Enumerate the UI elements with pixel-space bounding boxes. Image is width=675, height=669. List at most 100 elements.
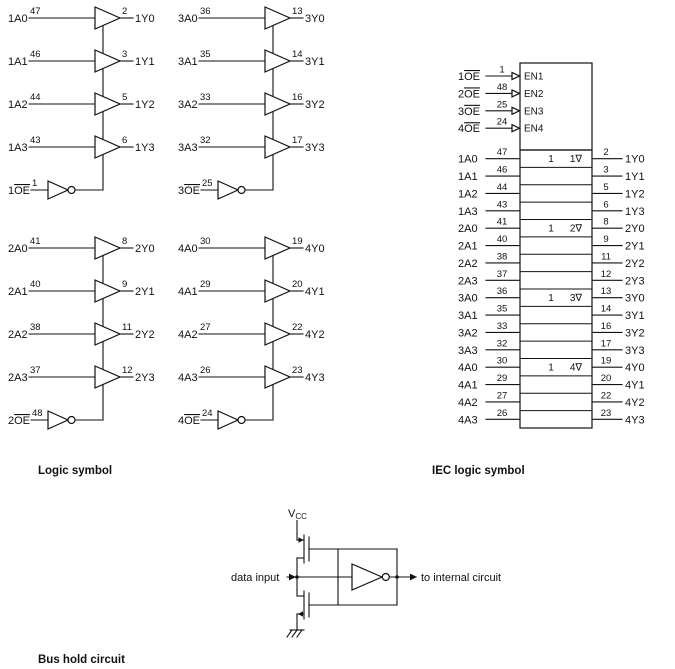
buffer-triangle-icon bbox=[94, 322, 122, 346]
iec-input-label: 3A1 bbox=[458, 310, 478, 322]
iec-section-function-marker: 1 bbox=[548, 154, 554, 165]
iec-section-function-marker: 1 bbox=[548, 363, 554, 374]
iec-output-pin-number: 2 bbox=[603, 147, 608, 158]
oe-pin-number: 25 bbox=[202, 178, 213, 189]
iec-input-label: 3A3 bbox=[458, 345, 478, 357]
iec-input-pin-number: 37 bbox=[497, 269, 508, 280]
output-pin-number: 22 bbox=[292, 322, 303, 333]
iec-input-pin-number: 27 bbox=[497, 390, 508, 401]
iec-input-pin-number: 36 bbox=[497, 286, 508, 297]
iec-input-label: 3A2 bbox=[458, 327, 478, 339]
oe-label: 1OE bbox=[8, 185, 30, 197]
nmos-arrow bbox=[298, 611, 303, 617]
buffer-triangle-icon bbox=[94, 6, 122, 30]
output-pin-number: 8 bbox=[122, 236, 127, 247]
signal-name-overline: OE bbox=[464, 106, 480, 118]
polarity-indicator-icon bbox=[511, 71, 521, 81]
iec-input-pin-number: 30 bbox=[497, 356, 508, 367]
buffer-triangle-icon bbox=[94, 279, 122, 303]
output-label: 1Y2 bbox=[135, 99, 155, 111]
iec-input-label: 2A1 bbox=[458, 241, 478, 253]
output-pin-number: 11 bbox=[122, 322, 132, 333]
output-pin-number: 20 bbox=[292, 279, 303, 290]
iec-input-label: 3A0 bbox=[458, 293, 478, 305]
input-label: 4A2 bbox=[178, 329, 198, 341]
oe-pin-number: 24 bbox=[202, 408, 213, 419]
iec-output-label: 1Y0 bbox=[625, 154, 645, 166]
iec-output-label: 2Y0 bbox=[625, 223, 645, 235]
input-pin-number: 47 bbox=[30, 6, 41, 17]
input-label: 4A3 bbox=[178, 372, 198, 384]
iec-input-pin-number: 26 bbox=[497, 408, 508, 419]
iec-input-label: 4A3 bbox=[458, 414, 478, 426]
bus-hold-section: VCC data input bbox=[231, 508, 501, 638]
input-label: 4A0 bbox=[178, 243, 198, 255]
oe-inverter-bubble-icon bbox=[67, 415, 76, 425]
oe-inverter-bubble-icon bbox=[67, 185, 76, 195]
output-label: 4Y2 bbox=[305, 329, 325, 341]
signal-prefix: 1 bbox=[458, 71, 464, 83]
pmos-arrow bbox=[298, 537, 304, 543]
iec-output-pin-number: 19 bbox=[601, 356, 612, 367]
iec-en-label: EN4 bbox=[524, 124, 544, 135]
iec-oe-pin-number: 25 bbox=[497, 99, 508, 110]
input-pin-number: 43 bbox=[30, 135, 41, 146]
buffer-triangle-icon bbox=[264, 365, 292, 389]
output-node-junction-dot bbox=[395, 575, 399, 579]
output-label: 1Y0 bbox=[135, 13, 155, 25]
data-input-label: data input bbox=[231, 572, 279, 584]
iec-output-pin-number: 8 bbox=[603, 217, 608, 228]
output-pin-number: 9 bbox=[122, 279, 127, 290]
input-pin-number: 27 bbox=[200, 322, 211, 333]
input-pin-number: 29 bbox=[200, 279, 211, 290]
input-pin-number: 41 bbox=[30, 236, 41, 247]
input-label: 1A1 bbox=[8, 56, 28, 68]
iec-en-label: EN2 bbox=[524, 89, 544, 100]
oe-buffer-triangle-icon bbox=[47, 410, 70, 430]
output-label: 4Y1 bbox=[305, 286, 325, 298]
input-pin-number: 26 bbox=[200, 365, 211, 376]
input-pin-number: 38 bbox=[30, 322, 41, 333]
output-arrow-icon bbox=[410, 573, 417, 581]
iec-oe-pin-number: 24 bbox=[497, 117, 508, 128]
input-pin-number: 44 bbox=[30, 92, 41, 103]
output-pin-number: 14 bbox=[292, 49, 303, 60]
oe-label: 2OE bbox=[8, 415, 30, 427]
oe-buffer-triangle-icon bbox=[217, 180, 240, 200]
signal-prefix: 3 bbox=[178, 185, 184, 197]
signal-name-overline: OE bbox=[14, 415, 30, 427]
input-label: 3A0 bbox=[178, 13, 198, 25]
output-label: 1Y1 bbox=[135, 56, 155, 68]
output-label: 2Y0 bbox=[135, 243, 155, 255]
input-pin-number: 35 bbox=[200, 49, 211, 60]
buffer-triangle-icon bbox=[94, 236, 122, 260]
signal-name-overline: OE bbox=[184, 185, 200, 197]
buffer-triangle-icon bbox=[94, 92, 122, 116]
output-label: 2Y1 bbox=[135, 286, 155, 298]
iec-oe-label: 2OE bbox=[458, 88, 480, 100]
iec-output-label: 2Y2 bbox=[625, 258, 645, 270]
iec-tristate-marker: 1∇ bbox=[570, 154, 583, 165]
iec-input-pin-number: 33 bbox=[497, 321, 508, 332]
output-label: 3Y3 bbox=[305, 142, 325, 154]
bus-hold-caption: Bus hold circuit bbox=[38, 654, 125, 666]
iec-en-label: EN1 bbox=[524, 72, 544, 83]
polarity-indicator-icon bbox=[511, 123, 521, 133]
iec-input-label: 2A2 bbox=[458, 258, 478, 270]
data-input-arrow-icon bbox=[289, 573, 296, 581]
iec-output-label: 1Y3 bbox=[625, 206, 645, 218]
input-pin-number: 37 bbox=[30, 365, 41, 376]
input-label: 2A2 bbox=[8, 329, 28, 341]
output-pin-number: 5 bbox=[122, 92, 127, 103]
iec-tristate-marker: 4∇ bbox=[570, 363, 583, 374]
oe-buffer-triangle-icon bbox=[217, 410, 240, 430]
signal-prefix: 2 bbox=[458, 88, 464, 100]
iec-input-label: 1A3 bbox=[458, 206, 478, 218]
iec-output-label: 4Y0 bbox=[625, 362, 645, 374]
iec-oe-pin-number: 48 bbox=[497, 82, 508, 93]
